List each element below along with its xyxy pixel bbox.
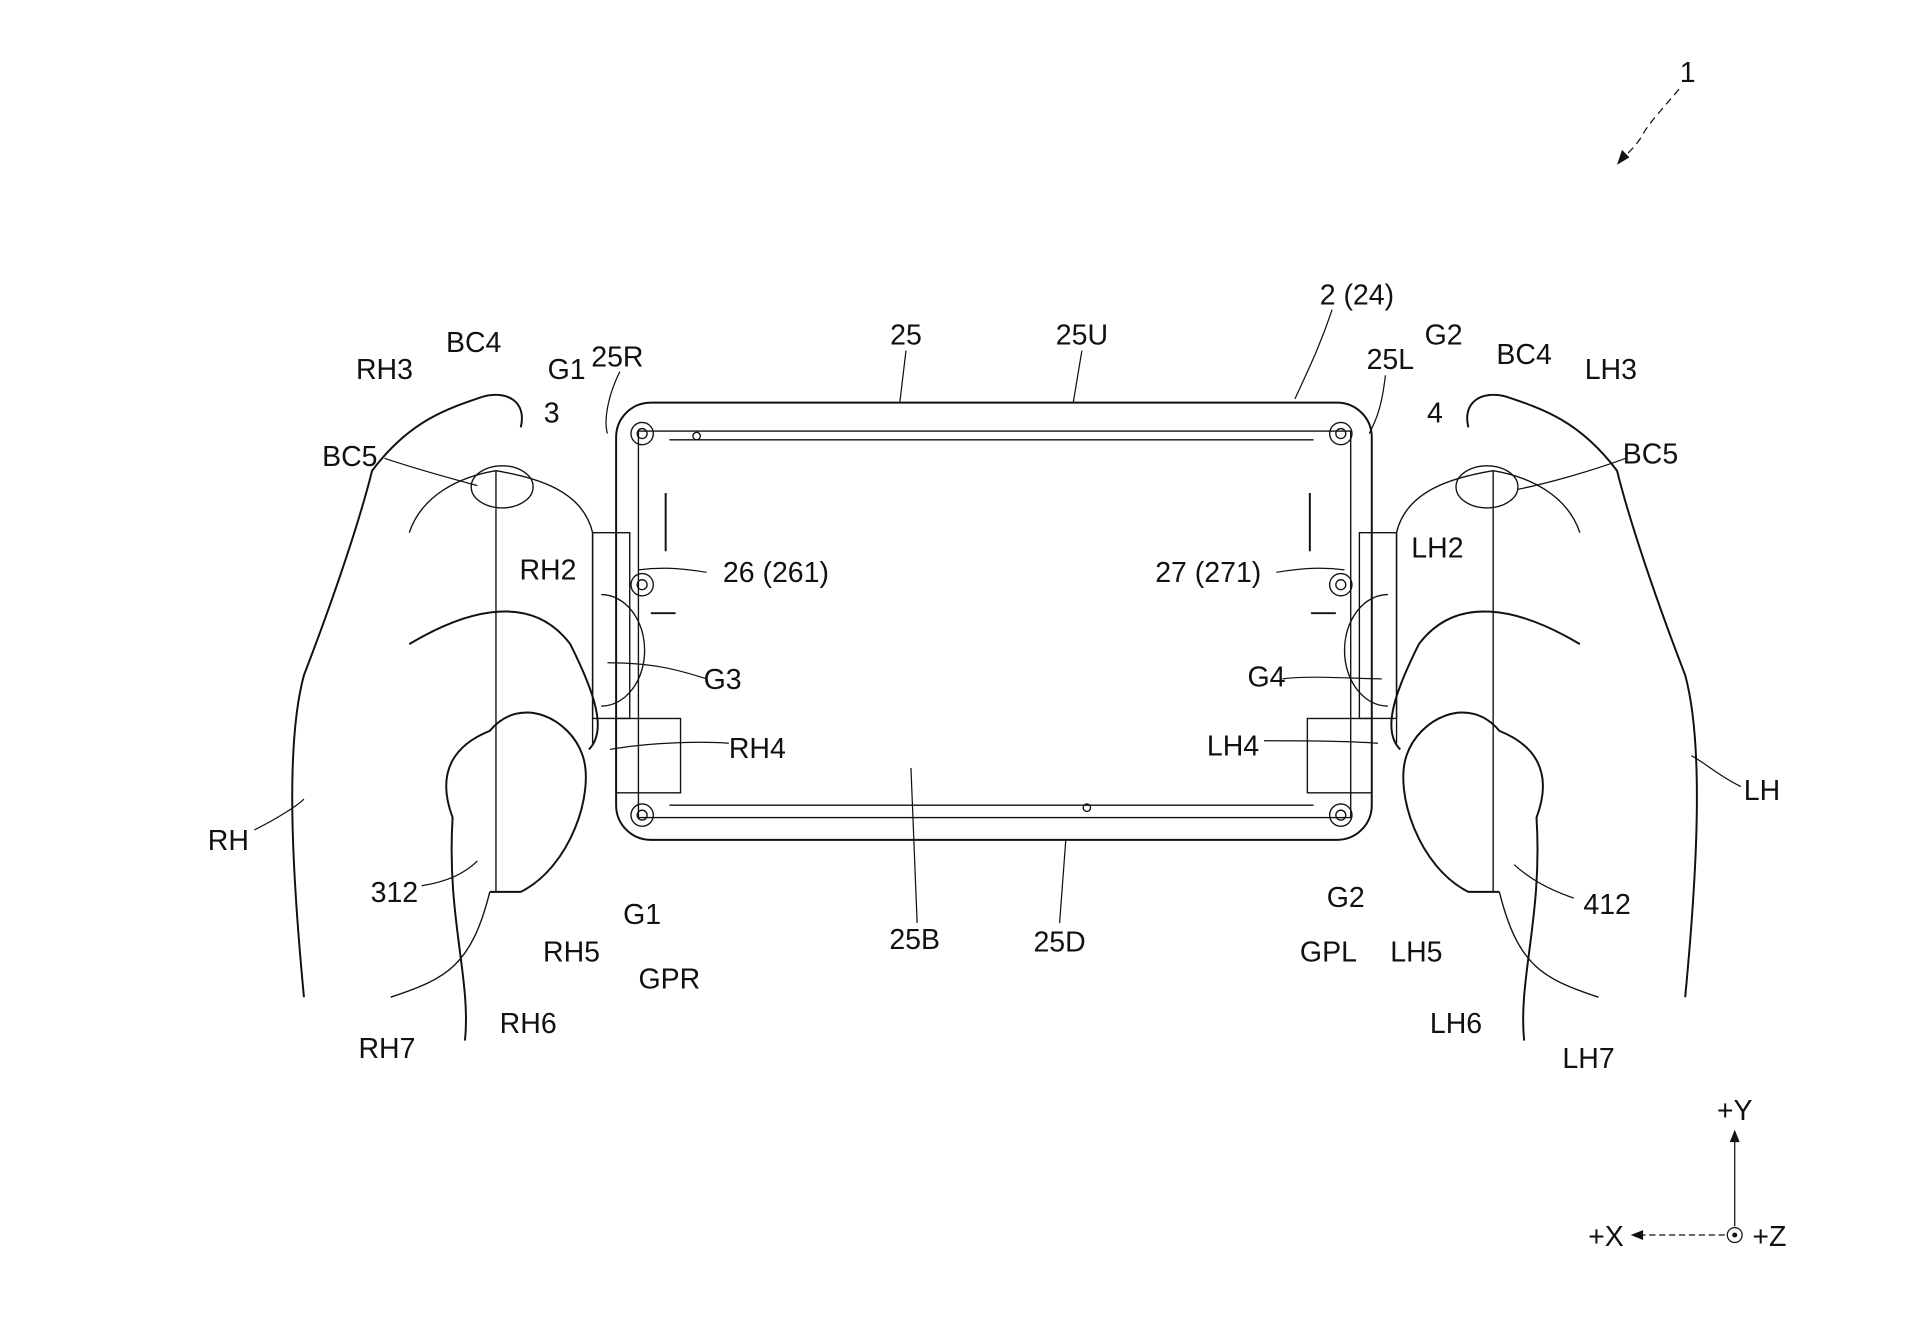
label-bc4-right: BC4	[446, 327, 501, 359]
label-rh2: RH2	[519, 555, 576, 587]
label-upper: 25U	[1056, 319, 1108, 351]
label-rh7: RH7	[358, 1033, 415, 1065]
label-bc5-right: BC5	[322, 441, 377, 473]
label-rh3: RH3	[356, 354, 413, 386]
label-bottom: 25D	[1033, 926, 1085, 958]
label-lh7: LH7	[1562, 1043, 1614, 1075]
label-left-grip: 4	[1427, 397, 1443, 429]
leader-lines	[254, 309, 1742, 923]
handheld-device	[591, 401, 1398, 841]
label-right-side: 25R	[591, 342, 643, 374]
axis-y-label: +Y	[1717, 1095, 1753, 1127]
right-hand	[291, 393, 599, 1041]
label-body: 25	[890, 319, 922, 351]
label-part-27: 27 (271)	[1155, 557, 1261, 589]
axis-z-dot-icon	[1732, 1232, 1738, 1238]
left-hand	[1390, 393, 1698, 1041]
label-g3: G3	[704, 664, 742, 696]
label-g1-top: G1	[548, 354, 586, 386]
axis-y-arrow-icon	[1729, 1129, 1740, 1143]
label-lh4: LH4	[1207, 731, 1259, 763]
label-part-312: 312	[371, 877, 419, 909]
axis-z-label: +Z	[1752, 1221, 1786, 1253]
label-g4: G4	[1247, 661, 1285, 693]
label-lh2: LH2	[1411, 532, 1463, 564]
axis-x-arrow-icon	[1630, 1230, 1644, 1241]
label-rh6: RH6	[500, 1008, 557, 1040]
label-rh4: RH4	[729, 733, 786, 765]
label-g2-top: G2	[1425, 319, 1463, 351]
label-bc5-left: BC5	[1623, 438, 1678, 470]
coordinate-axes: +Y +X +Z	[1588, 1095, 1786, 1253]
label-left-side: 25L	[1367, 344, 1415, 376]
label-gpl: GPL	[1300, 936, 1357, 968]
label-g1-bottom: G1	[623, 899, 661, 931]
label-gpr: GPR	[639, 964, 701, 996]
label-lh3: LH3	[1585, 354, 1637, 386]
label-rh: RH	[208, 825, 249, 857]
label-lh6: LH6	[1430, 1008, 1482, 1040]
label-bc4-left: BC4	[1496, 339, 1551, 371]
figure-arrow-icon	[1617, 149, 1630, 165]
label-g2-bottom: G2	[1327, 882, 1365, 914]
label-device: 2 (24)	[1320, 280, 1394, 312]
reference-labels: 1 2 (24) 25 25U 25R 25L G1 G2 BC4 BC4 RH…	[208, 57, 1780, 1075]
label-part-412: 412	[1583, 889, 1631, 921]
label-lh: LH	[1744, 775, 1780, 807]
axis-x-label: +X	[1588, 1221, 1624, 1253]
label-lh5: LH5	[1390, 936, 1442, 968]
label-part-26: 26 (261)	[723, 557, 829, 589]
label-rh5: RH5	[543, 936, 600, 968]
figure-number: 1	[1680, 57, 1696, 89]
label-back: 25B	[889, 924, 940, 956]
label-right-grip: 3	[544, 397, 560, 429]
screws	[630, 421, 1353, 827]
